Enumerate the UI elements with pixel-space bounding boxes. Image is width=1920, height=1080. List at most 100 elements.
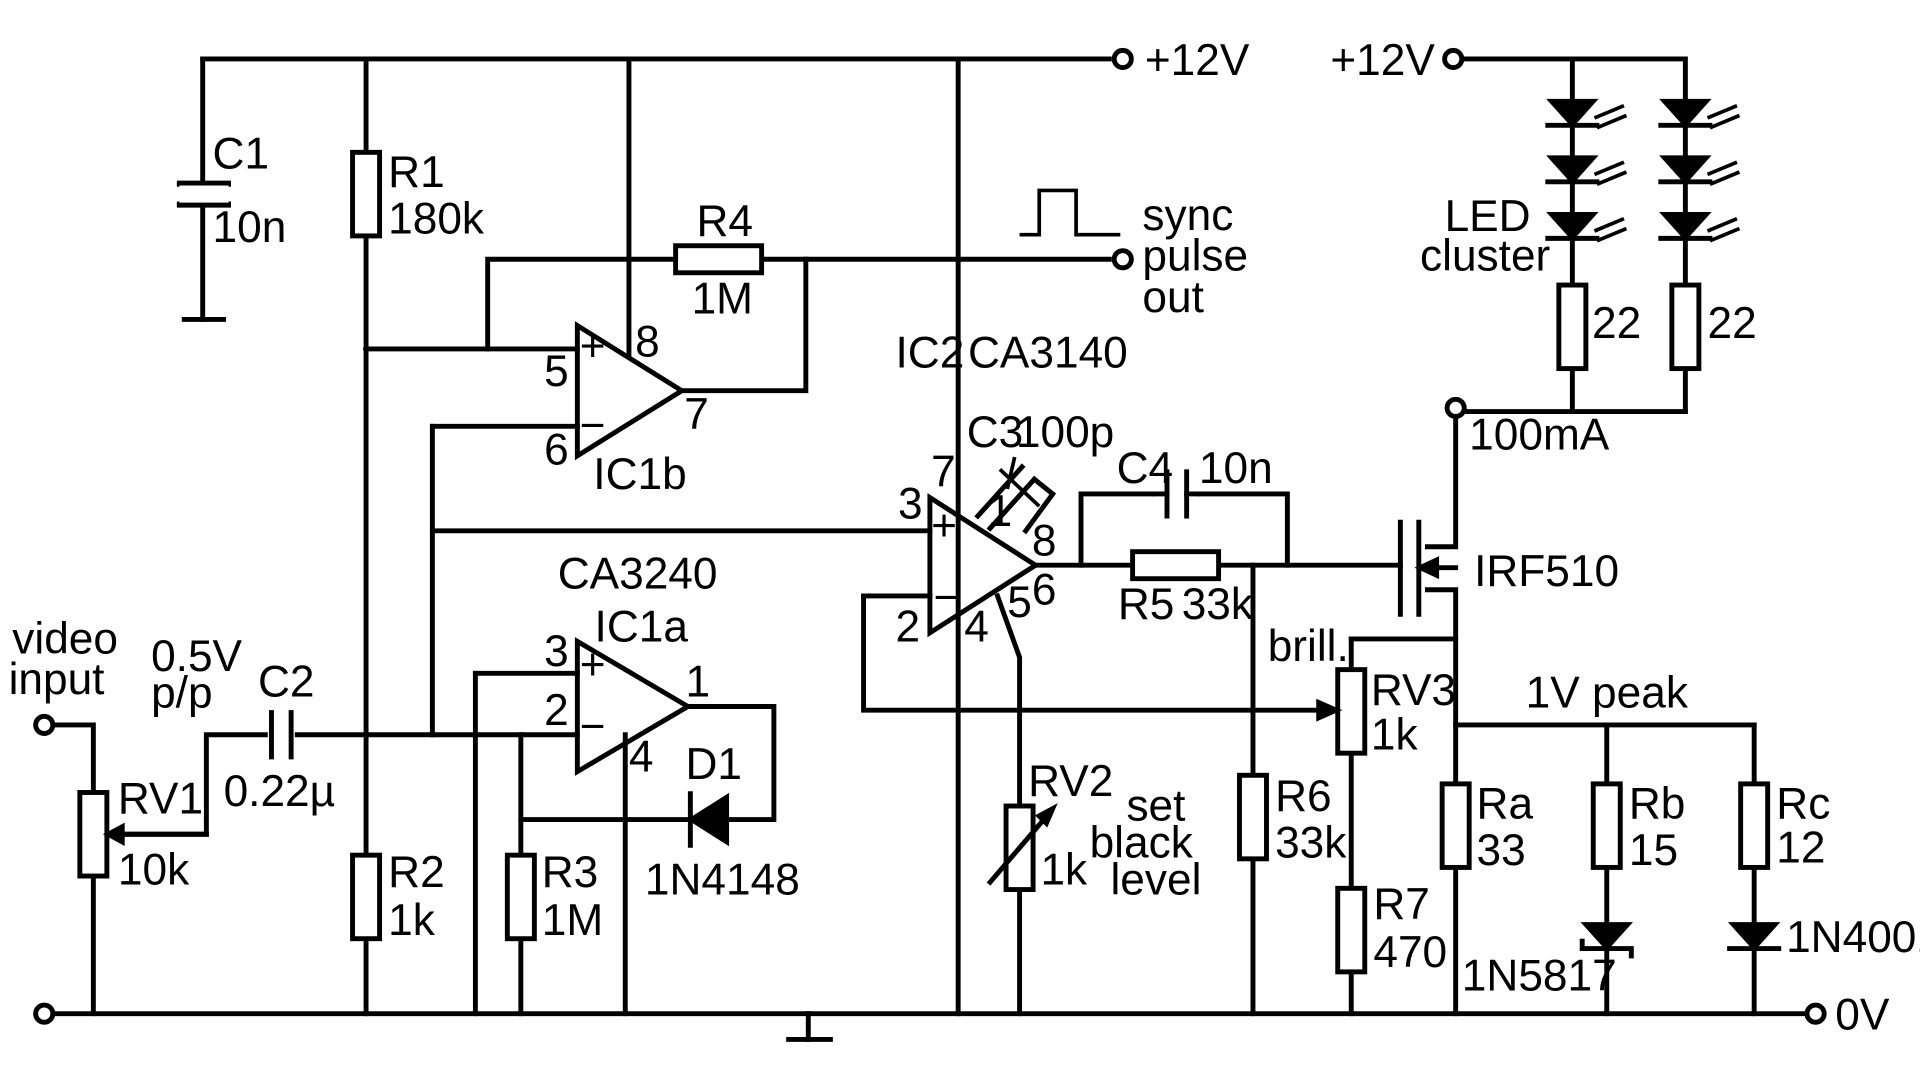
label-r7-value: 470 [1373, 928, 1447, 977]
label-rv1-value: 10k [118, 846, 190, 895]
label-rc: Rc [1776, 779, 1830, 828]
label-ra-value: 33 [1477, 826, 1526, 875]
label-12v-right: +12V [1330, 36, 1435, 85]
pin-ic1a-plus: + [580, 640, 606, 689]
label-r7: R7 [1373, 880, 1430, 929]
label-rv2-value: 1k [1040, 846, 1088, 895]
resistor-r7 [1335, 885, 1368, 975]
label-1v-peak: 1V peak [1526, 669, 1689, 718]
pin-ic2-5: 5 [1007, 578, 1032, 627]
pin-ic2-1: 1 [988, 487, 1013, 536]
label-out: out [1142, 273, 1203, 322]
label-05v: 0.5V [151, 632, 242, 681]
label-level: level [1110, 855, 1201, 904]
label-pp: p/p [151, 669, 212, 718]
labels: +12V +12V 0V video input 0.5V p/p C1 10n… [9, 36, 1920, 1040]
capacitor-c1 [176, 180, 231, 208]
label-r4-value: 1M [692, 274, 753, 323]
label-r4: R4 [697, 197, 754, 246]
label-100ma: 100mA [1469, 411, 1610, 460]
pin-ic1a-3: 3 [544, 627, 569, 676]
capacitor-c4 [1152, 469, 1201, 519]
label-set: set [1126, 782, 1185, 831]
opamp-ic1a [574, 637, 693, 776]
label-rb-value: 15 [1629, 826, 1678, 875]
label-c4-value: 10n [1199, 444, 1273, 493]
label-rv3: RV3 [1371, 666, 1456, 715]
resistor-r2 [350, 852, 383, 942]
resistors [350, 149, 1771, 975]
label-irf510: IRF510 [1474, 547, 1619, 596]
pin-ic1a-1: 1 [685, 658, 710, 707]
label-r5: R5 [1118, 580, 1175, 629]
led-emission-arrows [1593, 103, 1741, 243]
opamp-ic2 [927, 493, 1041, 638]
sync-pulse-waveform [1019, 188, 1121, 237]
label-rb: Rb [1629, 779, 1686, 828]
pin-ic2-2: 2 [896, 602, 921, 651]
resistor-r3 [504, 852, 537, 942]
led-cluster-diodes [1545, 98, 1713, 242]
diode-d1 [686, 791, 730, 848]
label-c4: C4 [1117, 444, 1174, 493]
label-ca3240: CA3240 [558, 550, 718, 599]
label-rc-value: 12 [1776, 824, 1825, 873]
pin-ic2-7: 7 [931, 448, 956, 497]
pin-ic2-8: 8 [1032, 516, 1057, 565]
label-video: video [12, 615, 118, 664]
resistor-r5 [1130, 549, 1222, 582]
label-c1: C1 [213, 129, 270, 178]
label-r1-value: 180k [388, 194, 485, 243]
opamp-ic1b [574, 321, 687, 461]
label-c3: C3 [967, 408, 1024, 457]
label-brill: brill. [1268, 622, 1349, 671]
label-ic1b: IC1b [593, 450, 686, 499]
potentiometer-rv2 [986, 803, 1058, 893]
label-c2-value: 0.22µ [224, 767, 336, 816]
label-led-r1: 22 [1592, 299, 1641, 348]
label-r6: R6 [1275, 772, 1332, 821]
label-led-r2: 22 [1707, 299, 1756, 348]
resistor-rb [1590, 781, 1623, 870]
terminal-0v [1804, 1002, 1827, 1025]
label-d1-value: 1N4148 [645, 855, 800, 904]
wires [50, 56, 1806, 1042]
pin-ic2-6: 6 [1032, 566, 1057, 615]
potentiometer-rv3 [1316, 667, 1368, 756]
label-1n4001: 1N4001 [1786, 913, 1920, 962]
terminal-sync-out [1111, 248, 1134, 271]
diode-rb-schottky [1579, 922, 1634, 959]
pin-ic1a-4: 4 [629, 733, 654, 782]
pin-ic1b-7: 7 [684, 390, 709, 439]
pin-ic1b-6: 6 [544, 425, 569, 474]
pin-ic1b-5: 5 [544, 347, 569, 396]
pin-ic2-plus: + [931, 502, 957, 551]
resistor-r1 [350, 149, 383, 239]
label-r3-value: 1M [542, 896, 603, 945]
label-rv2: RV2 [1028, 757, 1113, 806]
label-c2: C2 [258, 658, 315, 707]
terminal-gnd-left [33, 1002, 56, 1025]
resistor-rc [1738, 781, 1771, 870]
label-ca3140: CA3140 [968, 328, 1128, 377]
pin-ic2-minus: − [934, 573, 960, 622]
label-r3: R3 [542, 848, 599, 897]
capacitor-c2 [267, 710, 295, 760]
label-c1-value: 10n [213, 203, 287, 252]
pin-ic1b-8: 8 [635, 317, 660, 366]
label-ic2: IC2 [896, 328, 965, 377]
resistor-led-2 [1669, 282, 1702, 372]
label-r2: R2 [388, 848, 445, 897]
terminal-video-in [33, 713, 56, 736]
label-r5-value: 33k [1182, 580, 1254, 629]
label-pulse: pulse [1142, 231, 1248, 280]
label-0v: 0V [1835, 991, 1890, 1040]
label-r2-value: 1k [388, 896, 436, 945]
capacitor-c3-trimmer [974, 456, 1057, 535]
label-led: LED [1445, 192, 1531, 241]
pin-ic1a-minus: − [580, 702, 606, 751]
label-ra: Ra [1477, 779, 1534, 828]
terminal-12v-right [1442, 47, 1465, 71]
resistor-led-1 [1556, 282, 1589, 372]
label-c3-value: 100p [1016, 408, 1114, 457]
